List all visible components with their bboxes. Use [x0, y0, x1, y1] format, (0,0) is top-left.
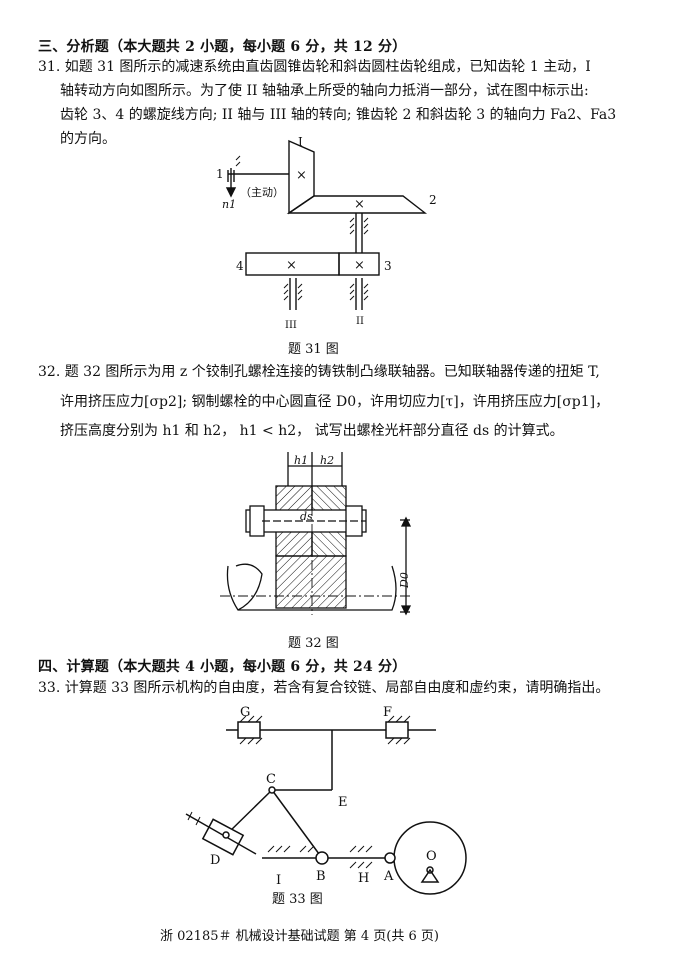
q31-line3: 齿轮 3、4 的螺旋线方向; II 轴与 III 轴的转向; 锥齿轮 2 和斜齿… [60, 107, 617, 123]
fig31-label-III: III [285, 320, 297, 331]
fig33-label-D: D [210, 853, 220, 868]
fig31-label-I: I [298, 135, 303, 149]
section3-heading: 三、分析题（本大题共 2 小题，每小题 6 分，共 12 分） [38, 39, 407, 55]
fig33-label-I: I [276, 873, 281, 888]
fig33-caption: 题 33 图 [272, 892, 323, 907]
fig31-caption: 题 31 图 [288, 342, 339, 357]
fig33-label-F: F [383, 705, 392, 720]
fig31-label-II: II [356, 316, 364, 327]
fig33-label-H: H [358, 871, 369, 886]
fig31-label-3: 3 [384, 259, 392, 273]
fig31-cross-gear2: × [354, 197, 365, 212]
fig32-label-h1: h1 [294, 454, 308, 467]
fig31-cross-gear1: × [296, 168, 307, 183]
fig33-label-C: C [266, 772, 276, 787]
q32-line1: 32. 题 32 图所示为用 z 个铰制孔螺栓连接的铸铁制凸缘联轴器。已知联轴器… [38, 364, 600, 380]
fig31-label-2: 2 [429, 193, 437, 207]
section4-heading: 四、计算题（本大题共 4 小题，每小题 6 分，共 24 分） [38, 659, 407, 675]
fig33-label-A: A [383, 869, 394, 884]
fig32-label-ds: ds [300, 510, 313, 523]
q32-line3: 挤压高度分别为 h1 和 h2， h1 < h2， 试写出螺栓光杆部分直径 ds… [60, 423, 564, 439]
q31-line1: 31. 如题 31 图所示的减速系统由直齿圆锥齿轮和斜齿圆柱齿轮组成，已知齿轮 … [38, 59, 591, 75]
q33-line1: 33. 计算题 33 图所示机构的自由度，若含有复合铰链、局部自由度和虚约束，请… [38, 680, 610, 696]
fig33-label-E: E [338, 795, 348, 810]
fig31-label-1: 1 [216, 167, 224, 181]
fig33-label-O: O [426, 849, 437, 864]
fig33-label-B: B [316, 869, 326, 884]
q31-line4: 的方向。 [60, 131, 116, 147]
fig32-caption: 题 32 图 [288, 636, 339, 651]
fig32-label-D0: D0 [398, 572, 411, 589]
fig33-label-G: G [240, 705, 250, 720]
q32-line2: 许用挤压应力[σp2]; 钢制螺栓的中心圆直径 D0，许用切应力[τ]，许用挤压… [60, 394, 610, 410]
fig31-cross-gear4: × [286, 258, 297, 273]
fig31-label-driver: （主动） [240, 186, 284, 199]
fig32-label-h2: h2 [320, 454, 334, 467]
fig31-label-4: 4 [236, 259, 244, 273]
fig31-label-n1: n1 [222, 198, 236, 211]
q31-line2: 轴转动方向如图所示。为了使 II 轴轴承上所受的轴向力抵消一部分，试在图中标示出… [60, 83, 589, 99]
page-footer: 浙 02185＃ 机械设计基础试题 第 4 页(共 6 页) [160, 929, 439, 944]
fig31-cross-gear3: × [354, 258, 365, 273]
